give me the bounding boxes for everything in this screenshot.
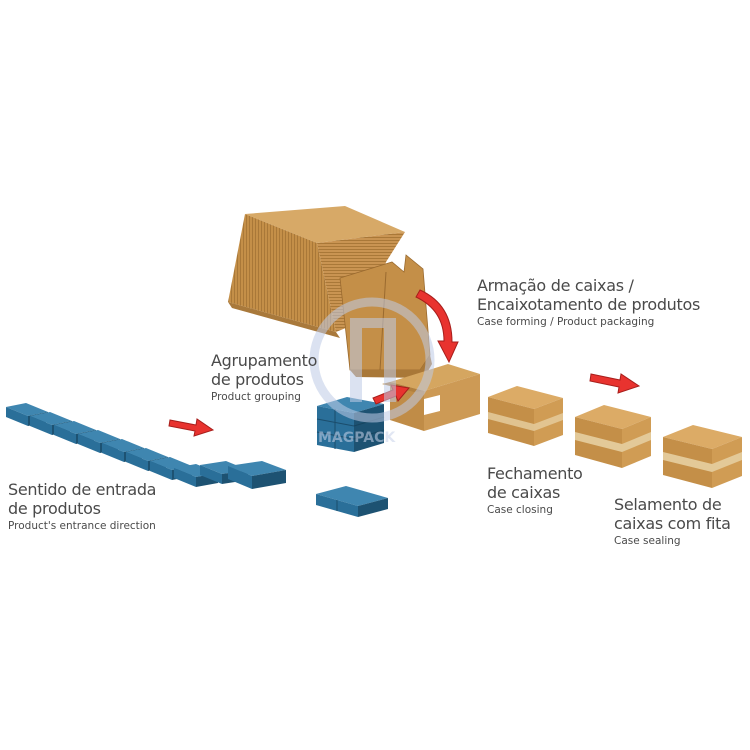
- label-grouping-pt2: de produtos: [211, 370, 304, 389]
- watermark-logo: MAGPACK: [309, 297, 435, 446]
- label-entrance-pt2: de produtos: [8, 499, 101, 518]
- label-case-closing: Fechamento de caixas Case closing: [487, 464, 583, 517]
- label-case-forming: Armação de caixas / Encaixotamento de pr…: [477, 276, 700, 329]
- label-sealing-en: Case sealing: [614, 535, 681, 547]
- label-entrance-direction: Sentido de entrada de produtos Product's…: [8, 480, 156, 533]
- label-forming-en: Case forming / Product packaging: [477, 316, 655, 328]
- closed-case: [488, 386, 563, 446]
- label-product-grouping: Agrupamento de produtos Product grouping: [211, 351, 317, 404]
- arrow-to-sealing: [589, 373, 641, 394]
- label-grouping-pt1: Agrupamento: [211, 351, 318, 370]
- product-block: [228, 461, 286, 489]
- label-sealing-pt1: Selamento de: [614, 495, 722, 514]
- product-group-lower: [316, 486, 388, 517]
- label-closing-en: Case closing: [487, 504, 553, 516]
- label-forming-pt1: Armação de caixas /: [477, 276, 634, 295]
- arrow-to-forming: [415, 289, 459, 364]
- watermark-text: MAGPACK: [318, 430, 396, 446]
- label-case-sealing: Selamento de caixas com fita Case sealin…: [614, 495, 731, 548]
- label-grouping-en: Product grouping: [211, 391, 301, 403]
- arrow-to-grouping: [168, 418, 215, 437]
- incoming-product-line: [6, 403, 286, 489]
- taped-case: [575, 405, 651, 468]
- label-forming-pt2: Encaixotamento de produtos: [477, 295, 701, 314]
- label-sealing-pt2: caixas com fita: [614, 514, 731, 533]
- label-entrance-pt1: Sentido de entrada: [8, 480, 157, 499]
- sealed-case: [663, 425, 742, 488]
- label-closing-pt1: Fechamento: [487, 464, 583, 483]
- label-closing-pt2: de caixas: [487, 483, 561, 502]
- label-entrance-en: Product's entrance direction: [8, 520, 156, 532]
